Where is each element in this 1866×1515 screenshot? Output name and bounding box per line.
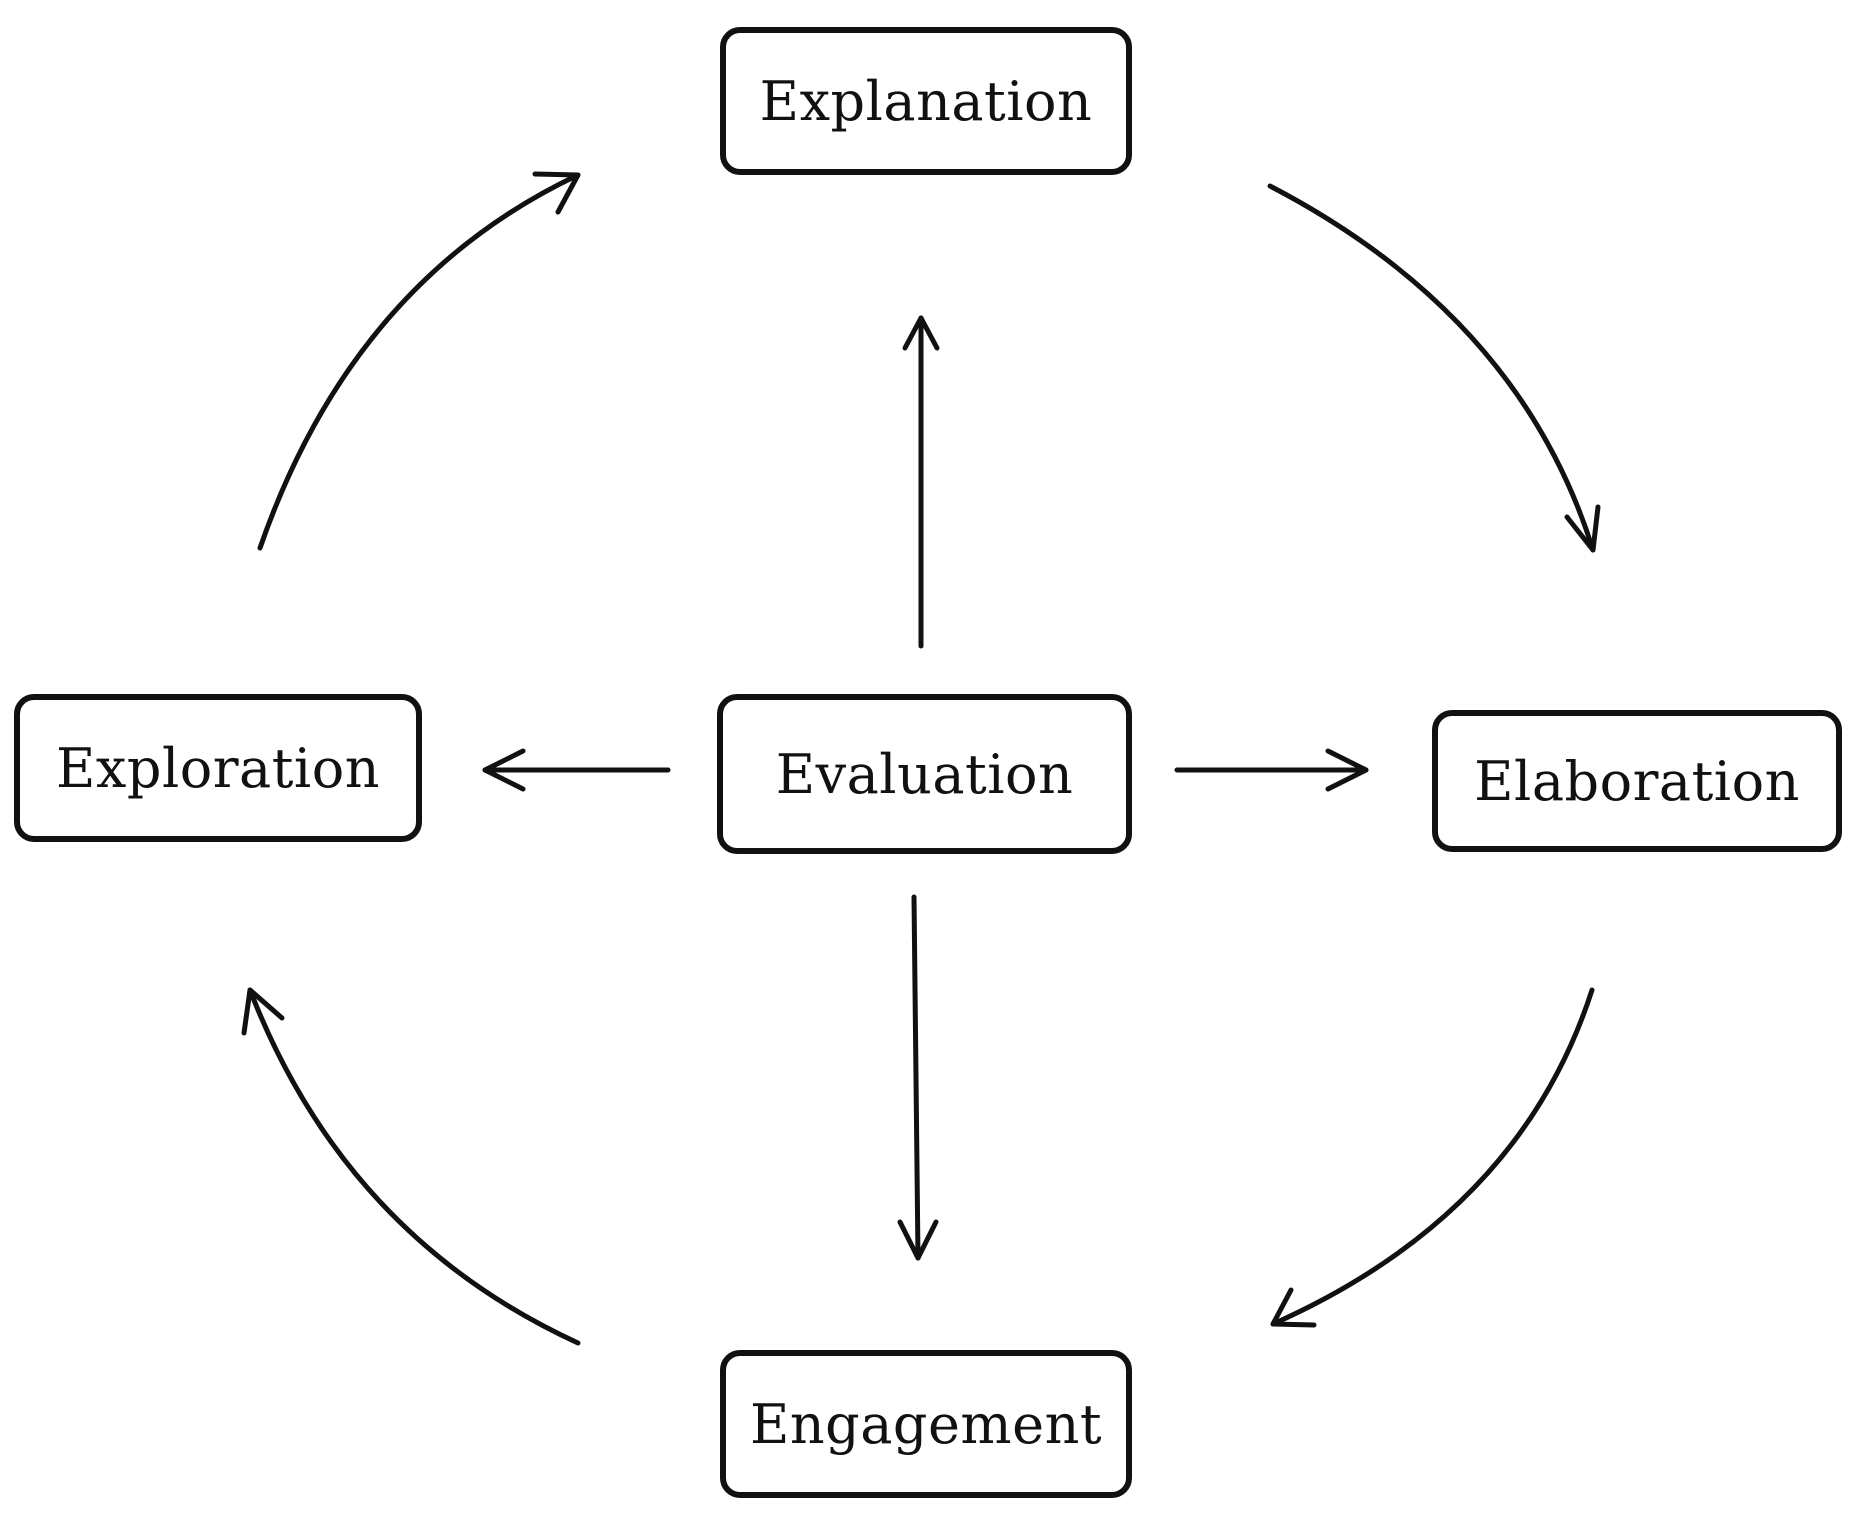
- node-engagement: Engagement: [720, 1350, 1132, 1498]
- arrow-explanation-to-elaboration: [1267, 183, 1601, 553]
- arrow-engagement-to-exploration: [241, 987, 581, 1346]
- arrow-evaluation-to-engagement: [897, 894, 939, 1261]
- arrow-evaluation-to-explanation: [902, 315, 940, 649]
- node-elaboration-label: Elaboration: [1474, 749, 1800, 813]
- node-engagement-label: Engagement: [749, 1392, 1103, 1456]
- node-evaluation-label: Evaluation: [775, 742, 1074, 806]
- node-explanation: Explanation: [720, 27, 1132, 175]
- node-exploration-label: Exploration: [56, 736, 380, 800]
- arrow-elaboration-to-engagement: [1270, 987, 1595, 1328]
- node-explanation-label: Explanation: [759, 69, 1093, 133]
- node-exploration: Exploration: [14, 694, 422, 842]
- arrow-exploration-to-explanation: [257, 171, 581, 551]
- arrow-evaluation-to-elaboration: [1174, 748, 1369, 792]
- node-elaboration: Elaboration: [1432, 710, 1842, 852]
- arrow-evaluation-to-exploration: [482, 748, 671, 792]
- node-evaluation: Evaluation: [717, 694, 1132, 854]
